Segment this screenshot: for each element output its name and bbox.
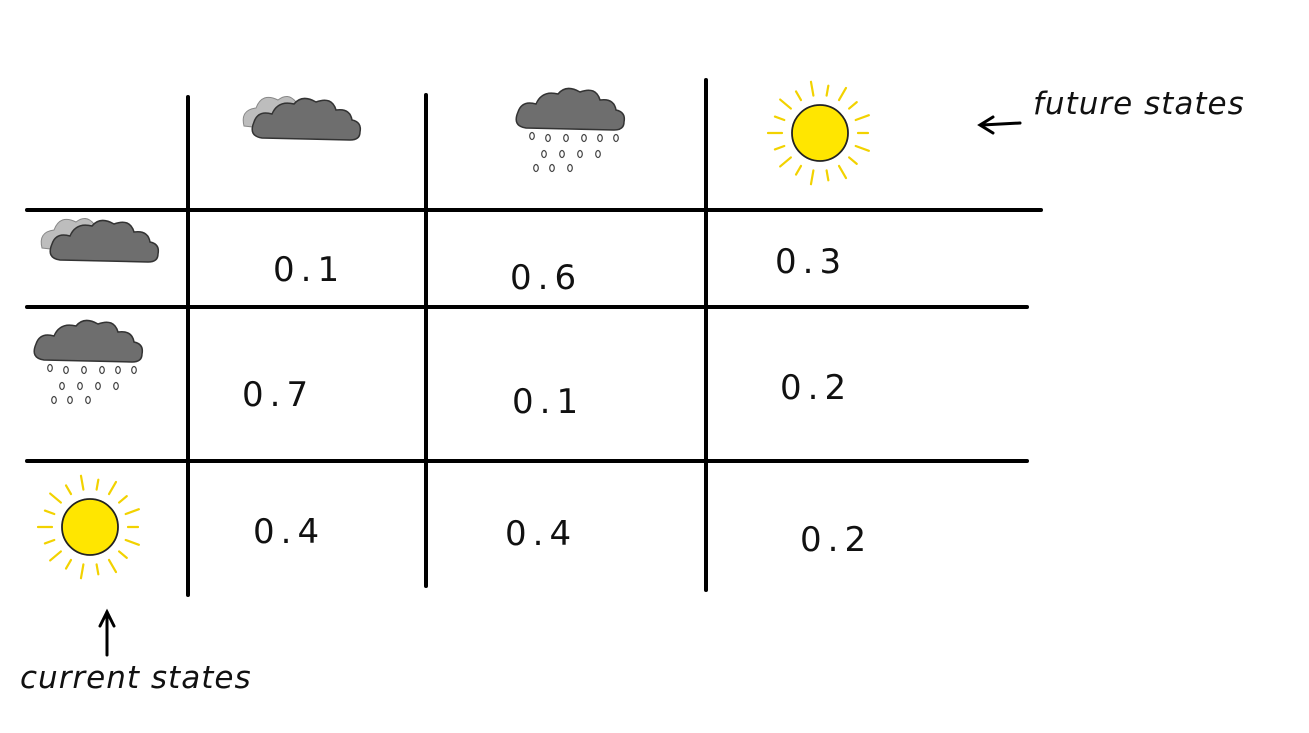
cell-cloudy-cloudy: 0.1 (273, 250, 346, 290)
rain-cloud-icon (515, 87, 626, 173)
cloud-icon (40, 218, 160, 263)
grid-lines (25, 78, 1043, 597)
cell-rainy-sunny: 0.2 (780, 368, 853, 408)
current-arrow (98, 608, 116, 657)
cell-sunny-rainy: 0.4 (505, 514, 578, 554)
current-states-label: current states (20, 660, 252, 696)
cloud-icon (242, 96, 362, 141)
cell-cloudy-rainy: 0.6 (510, 258, 583, 298)
cell-rainy-cloudy: 0.7 (242, 375, 315, 415)
cell-cloudy-sunny: 0.3 (775, 242, 848, 282)
cell-sunny-sunny: 0.2 (800, 520, 873, 560)
future-arrow (977, 115, 1022, 135)
cell-rainy-rainy: 0.1 (512, 382, 585, 422)
cell-sunny-cloudy: 0.4 (253, 512, 326, 552)
column-header-cloudy (232, 108, 362, 164)
sun-icon (36, 474, 140, 580)
future-states-label: future states (1033, 86, 1245, 122)
sun-icon (766, 80, 870, 186)
rain-cloud-icon (33, 319, 144, 405)
